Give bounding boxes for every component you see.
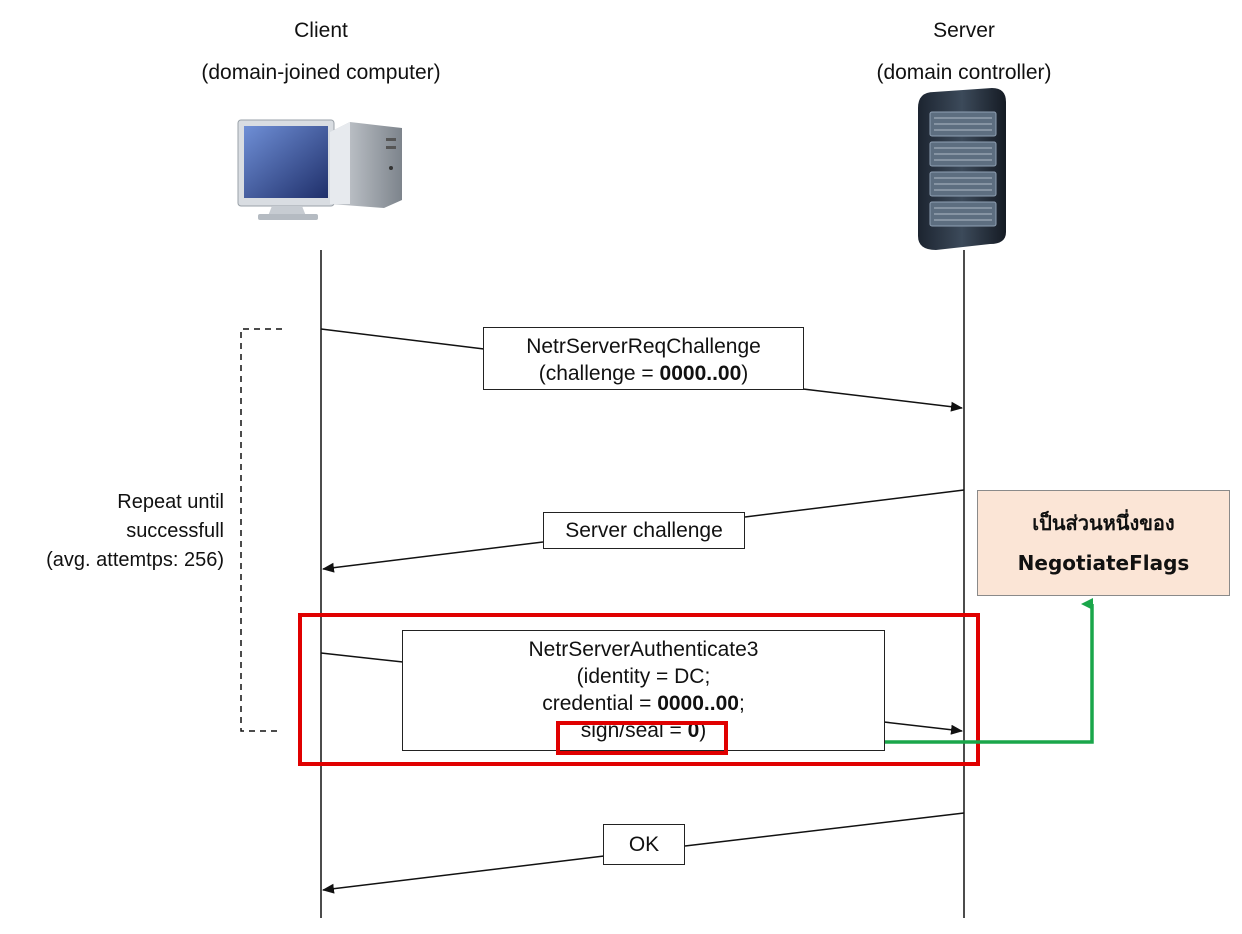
ok-box: OK — [603, 824, 685, 865]
authenticate-line-left — [320, 652, 404, 663]
server-challenge-box: Server challenge — [543, 512, 745, 549]
repeat-note-line1: Repeat until — [117, 491, 224, 513]
client-title: Client — [294, 19, 348, 42]
server-challenge-arrow — [322, 541, 544, 573]
req-challenge-arrow — [802, 388, 963, 412]
ok-label: OK — [628, 833, 660, 856]
repeat-bracket — [240, 328, 282, 732]
sign-seal-value: 0 — [687, 719, 700, 742]
server-subtitle: (domain controller) — [876, 61, 1052, 84]
ok-arrow — [322, 855, 605, 894]
repeat-note: Repeat until successfull (avg. attemtps:… — [0, 488, 224, 575]
authenticate-box: NetrServerAuthenticate3 (identity = DC; … — [402, 630, 885, 751]
req-challenge-name: NetrServerReqChallenge — [526, 335, 761, 358]
sign-seal-highlight — [556, 721, 728, 755]
req-challenge-params: (challenge = 0000..00) — [538, 362, 749, 385]
authenticate-highlight — [298, 613, 980, 766]
server-challenge-label: Server challenge — [565, 519, 723, 542]
req-challenge-box: NetrServerReqChallenge (challenge = 0000… — [483, 327, 804, 390]
authenticate-credential: credential = 0000..00; — [542, 692, 745, 715]
server-title: Server — [933, 19, 995, 42]
credential-value: 0000..00 — [657, 692, 739, 715]
req-challenge-value: 0000..00 — [659, 362, 742, 385]
negotiate-flags-note-line1: เป็นส่วนหนึ่งของ — [1032, 511, 1175, 535]
repeat-note-line2: successfull — [126, 520, 224, 542]
repeat-note-line3: (avg. attemtps: 256) — [46, 549, 224, 571]
authenticate-identity: (identity = DC; — [576, 665, 711, 688]
ok-line-right — [684, 812, 965, 847]
negotiate-flags-note-line2: NegotiateFlags — [1017, 551, 1190, 575]
req-challenge-line-left — [320, 328, 485, 350]
negotiate-flags-note: เป็นส่วนหนึ่งของ NegotiateFlags — [977, 490, 1230, 596]
authenticate-name: NetrServerAuthenticate3 — [528, 638, 759, 661]
server-rack-icon — [918, 88, 1006, 250]
desktop-computer-icon — [237, 119, 402, 220]
authenticate-arrow — [883, 721, 963, 735]
server-challenge-line-right — [744, 489, 965, 518]
client-subtitle: (domain-joined computer) — [201, 61, 441, 84]
